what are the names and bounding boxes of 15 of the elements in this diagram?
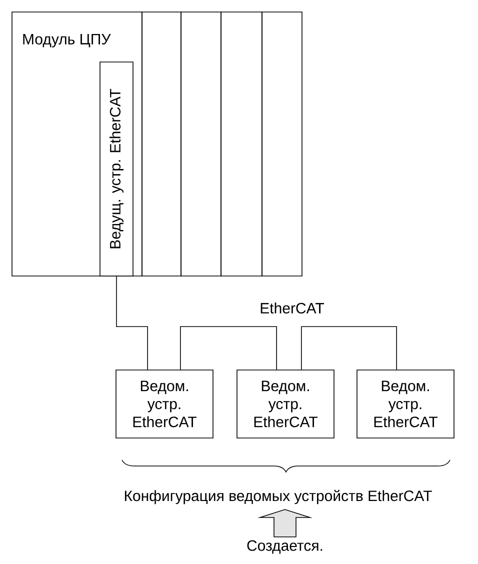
caption-text: Конфигурация ведомых устройств EtherCAT bbox=[124, 490, 432, 504]
network-cable bbox=[180, 326, 277, 370]
network-cable bbox=[116, 276, 148, 370]
network-cable bbox=[301, 326, 397, 370]
block-arrow bbox=[257, 509, 313, 538]
module-slot bbox=[262, 12, 302, 276]
slave-box: Ведом. устр. EtherCAT bbox=[236, 370, 334, 438]
slave-box: Ведом. устр. EtherCAT bbox=[356, 370, 454, 438]
slave-box: Ведом. устр. EtherCAT bbox=[116, 370, 214, 438]
module-slot bbox=[180, 12, 222, 276]
network-label: EtherCAT bbox=[260, 302, 324, 314]
caption-text: Создается. bbox=[247, 540, 322, 554]
master-box: Ведущ. устр. EtherCAT bbox=[100, 62, 134, 276]
module-slot bbox=[220, 12, 262, 276]
module-slot bbox=[142, 12, 182, 276]
